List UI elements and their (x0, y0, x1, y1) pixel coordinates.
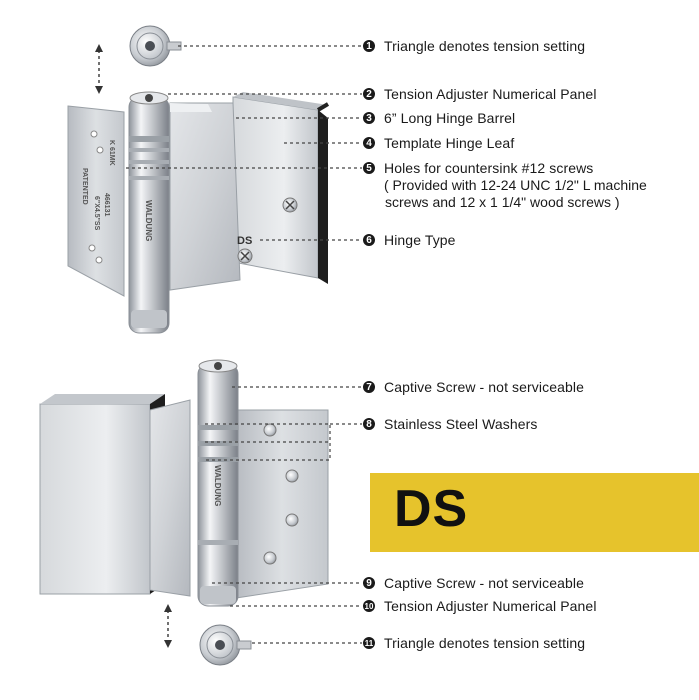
callout-number-7: 7 (363, 381, 375, 393)
callout-label-4: Template Hinge Leaf (384, 135, 515, 151)
callout-1: 1 Triangle denotes tension setting (363, 38, 585, 54)
callout-10: 10 Tension Adjuster Numerical Panel (363, 598, 597, 614)
callout-label-8: Stainless Steel Washers (384, 416, 538, 432)
top-glass-clamp (232, 92, 330, 284)
callout-number-11: 11 (363, 637, 375, 649)
leaf-side-text-2: PATENTED (81, 168, 88, 205)
top-template-leaf (169, 102, 241, 291)
callout-label-1: Triangle denotes tension setting (384, 38, 586, 54)
callout-5-detail-line-2: screws and 12 x 1 1/4" wood screws ) (385, 194, 620, 210)
callout-number-3: 3 (363, 112, 375, 124)
callout-number-5: 5 (363, 162, 375, 174)
callout-number-4: 4 (363, 137, 375, 149)
callout-label-7: Captive Screw - not serviceable (384, 379, 584, 395)
callout-8: 8 Stainless Steel Washers (363, 416, 538, 432)
bottom-template-leaf (149, 399, 191, 597)
barrel-brand-bottom: WALDUNG (213, 465, 222, 506)
callout-4: 4 Template Hinge Leaf (363, 135, 514, 151)
leaf-side-text-4: 6"X4.5"SS (93, 196, 100, 231)
top-leaf-screws: DS (237, 197, 298, 264)
callout-6: 6 Hinge Type (363, 232, 456, 248)
callout-3: 3 6” Long Hinge Barrel (363, 110, 515, 126)
callout-label-6: Hinge Type (384, 232, 456, 248)
bottom-glass-clamp (39, 394, 165, 595)
leaf-ds-stamp: DS (237, 235, 252, 247)
hinge-type-banner: DS (370, 473, 699, 552)
leader-lines (126, 45, 362, 644)
callout-number-1: 1 (363, 40, 375, 52)
top-hinge-barrel: WALDUNG (128, 91, 170, 334)
leader-8-bracket (205, 423, 331, 461)
callout-number-6: 6 (363, 234, 375, 246)
hinge-type-banner-text: DS (394, 480, 469, 538)
callout-7: 7 Captive Screw - not serviceable (363, 379, 584, 395)
top-mounting-leaf: K 61MK PATENTED 466131 6"X4.5"SS (67, 105, 125, 297)
callout-2: 2 Tension Adjuster Numerical Panel (363, 86, 597, 102)
bottom-tension-knob (199, 624, 252, 666)
leaf-side-text-1: K 61MK (108, 140, 115, 166)
callout-number-9: 9 (363, 577, 375, 589)
callout-number-2: 2 (363, 88, 375, 100)
callout-5-detail-line-1: ( Provided with 12-24 UNC 1/2" L machine (384, 177, 647, 193)
bottom-mounting-leaf (235, 409, 329, 599)
barrel-brand-top: WALDUNG (144, 200, 153, 241)
callout-label-9: Captive Screw - not serviceable (384, 575, 584, 591)
callout-label-11: Triangle denotes tension setting (384, 635, 586, 651)
callout-label-2: Tension Adjuster Numerical Panel (384, 86, 597, 102)
callout-number-10: 10 (363, 600, 375, 612)
callout-label-5: Holes for countersink #12 screws (384, 160, 594, 176)
bottom-hinge-barrel: WALDUNG (197, 359, 239, 607)
callout-number-8: 8 (363, 418, 375, 430)
top-motion-arrow (95, 44, 103, 94)
leaf-side-text-3: 466131 (103, 193, 110, 216)
callout-9: 9 Captive Screw - not serviceable (363, 575, 584, 591)
callout-5: 5 Holes for countersink #12 screws (363, 160, 593, 176)
callout-11: 11 Triangle denotes tension setting (363, 635, 585, 651)
callout-label-10: Tension Adjuster Numerical Panel (384, 598, 597, 614)
top-tension-knob (129, 25, 182, 67)
callout-label-3: 6” Long Hinge Barrel (384, 110, 516, 126)
bottom-motion-arrow (164, 604, 172, 648)
